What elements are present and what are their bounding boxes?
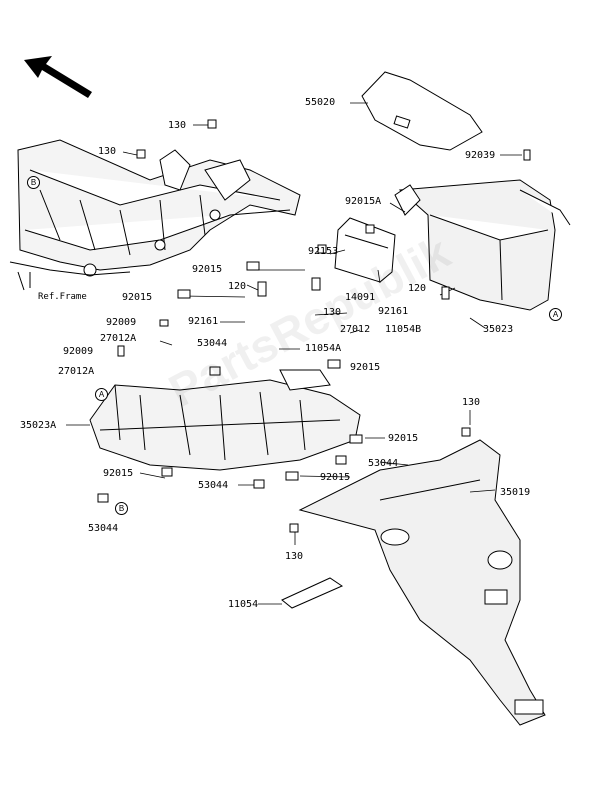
label-92015-1: 92015 — [192, 264, 223, 275]
label-92015-2: 92015 — [122, 292, 153, 303]
part-35019-fender — [298, 439, 546, 726]
label-27012: 27012 — [340, 324, 371, 335]
label-130-right: 130 — [462, 397, 481, 408]
reference-frame — [9, 139, 301, 291]
label-130-mid: 130 — [323, 307, 342, 318]
label-130-bottom: 130 — [285, 551, 304, 562]
label-130-left: 130 — [98, 146, 117, 157]
callout-b-bottom: B — [115, 502, 128, 515]
label-11054B: 11054B — [385, 324, 422, 335]
label-92161-right: 92161 — [378, 306, 409, 317]
part-35023A-tray — [89, 369, 361, 471]
label-55020: 55020 — [305, 97, 336, 108]
label-92015-6: 92015 — [320, 472, 351, 483]
label-92015-4: 92015 — [388, 433, 419, 444]
label-92161-left: 92161 — [188, 316, 219, 327]
label-14091: 14091 — [345, 292, 376, 303]
label-35023A: 35023A — [20, 420, 57, 431]
label-92009-1: 92009 — [106, 317, 137, 328]
part-14091-cover — [334, 217, 396, 283]
label-27012A-1: 27012A — [100, 333, 137, 344]
label-92153: 92153 — [308, 246, 339, 257]
label-27012A-2: 27012A — [58, 366, 95, 377]
label-120-right: 120 — [408, 283, 427, 294]
label-53044-4: 53044 — [88, 523, 119, 534]
label-92015-5: 92015 — [103, 468, 134, 479]
label-53044-2: 53044 — [368, 458, 399, 469]
label-53044-3: 53044 — [198, 480, 229, 491]
front-direction-arrow-icon — [24, 56, 92, 98]
label-92009-2: 92009 — [63, 346, 94, 357]
part-35023-case — [394, 179, 571, 311]
callout-a-left: A — [95, 388, 108, 401]
label-92015A: 92015A — [345, 196, 382, 207]
callout-a-right: A — [549, 308, 562, 321]
label-53044-1: 53044 — [197, 338, 228, 349]
callout-b-frame: B — [27, 176, 40, 189]
label-ref-frame: Ref.Frame — [38, 292, 87, 302]
label-92015-3: 92015 — [350, 362, 381, 373]
label-35019: 35019 — [500, 487, 531, 498]
label-35023: 35023 — [483, 324, 514, 335]
fasteners — [97, 119, 531, 533]
part-55020-plate — [361, 71, 483, 151]
part-11054-plate — [281, 577, 344, 609]
label-120-left: 120 — [228, 281, 247, 292]
label-92039: 92039 — [465, 150, 496, 161]
label-130-top: 130 — [168, 120, 187, 131]
label-11054A: 11054A — [305, 343, 342, 354]
label-11054: 11054 — [228, 599, 259, 610]
